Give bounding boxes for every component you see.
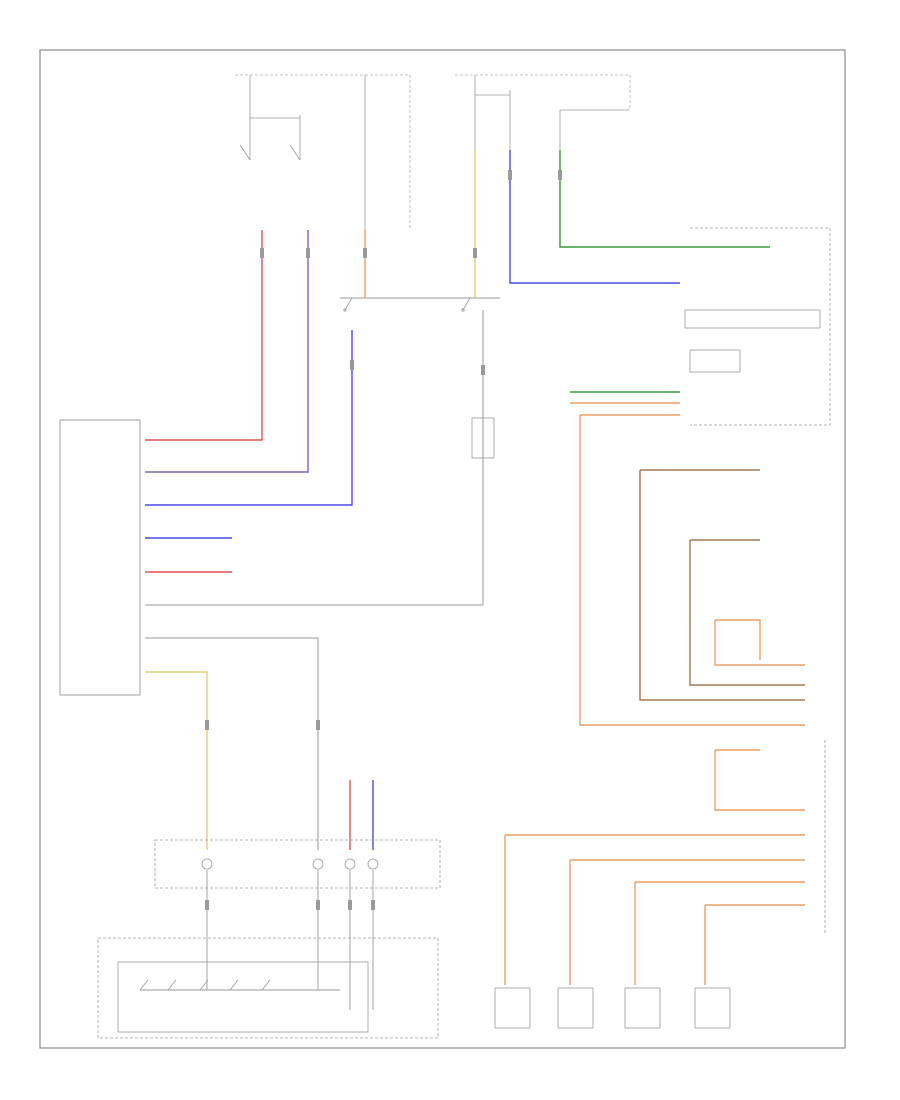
switch-box (117, 961, 369, 1033)
diagram-frame (39, 49, 846, 1049)
top-power-bus (235, 74, 631, 230)
top-fuses (249, 75, 630, 230)
wire-red-1 (145, 230, 263, 441)
bus-switches (343, 297, 471, 312)
wire-green-1 (559, 150, 770, 248)
wire-blue-1 (145, 330, 353, 506)
cluster-inner-box (684, 309, 821, 329)
wire-gray-center (145, 310, 484, 850)
wire-orange-2 (570, 402, 805, 726)
wire-brown-1 (639, 469, 805, 701)
clock-spring-box (154, 839, 441, 889)
clock-spring-connectors (201, 858, 379, 870)
connector-marks (205, 170, 562, 910)
wire-orange-bottom (504, 834, 805, 985)
center-connector (471, 417, 495, 459)
wire-yellow-2 (145, 671, 208, 850)
wire-blue-2 (509, 150, 680, 284)
top-switch-symbols (239, 144, 301, 161)
cluster-transceiver (689, 349, 741, 373)
wire-purple-1 (145, 230, 309, 473)
instrument-cluster-border (690, 227, 831, 426)
steering-wheel-box (97, 937, 439, 1039)
steering-switches (139, 979, 271, 991)
steering-wires (140, 870, 374, 1010)
left-module-box (59, 419, 141, 696)
wire-orange-3 (714, 619, 805, 811)
bottom-components (494, 987, 731, 1029)
